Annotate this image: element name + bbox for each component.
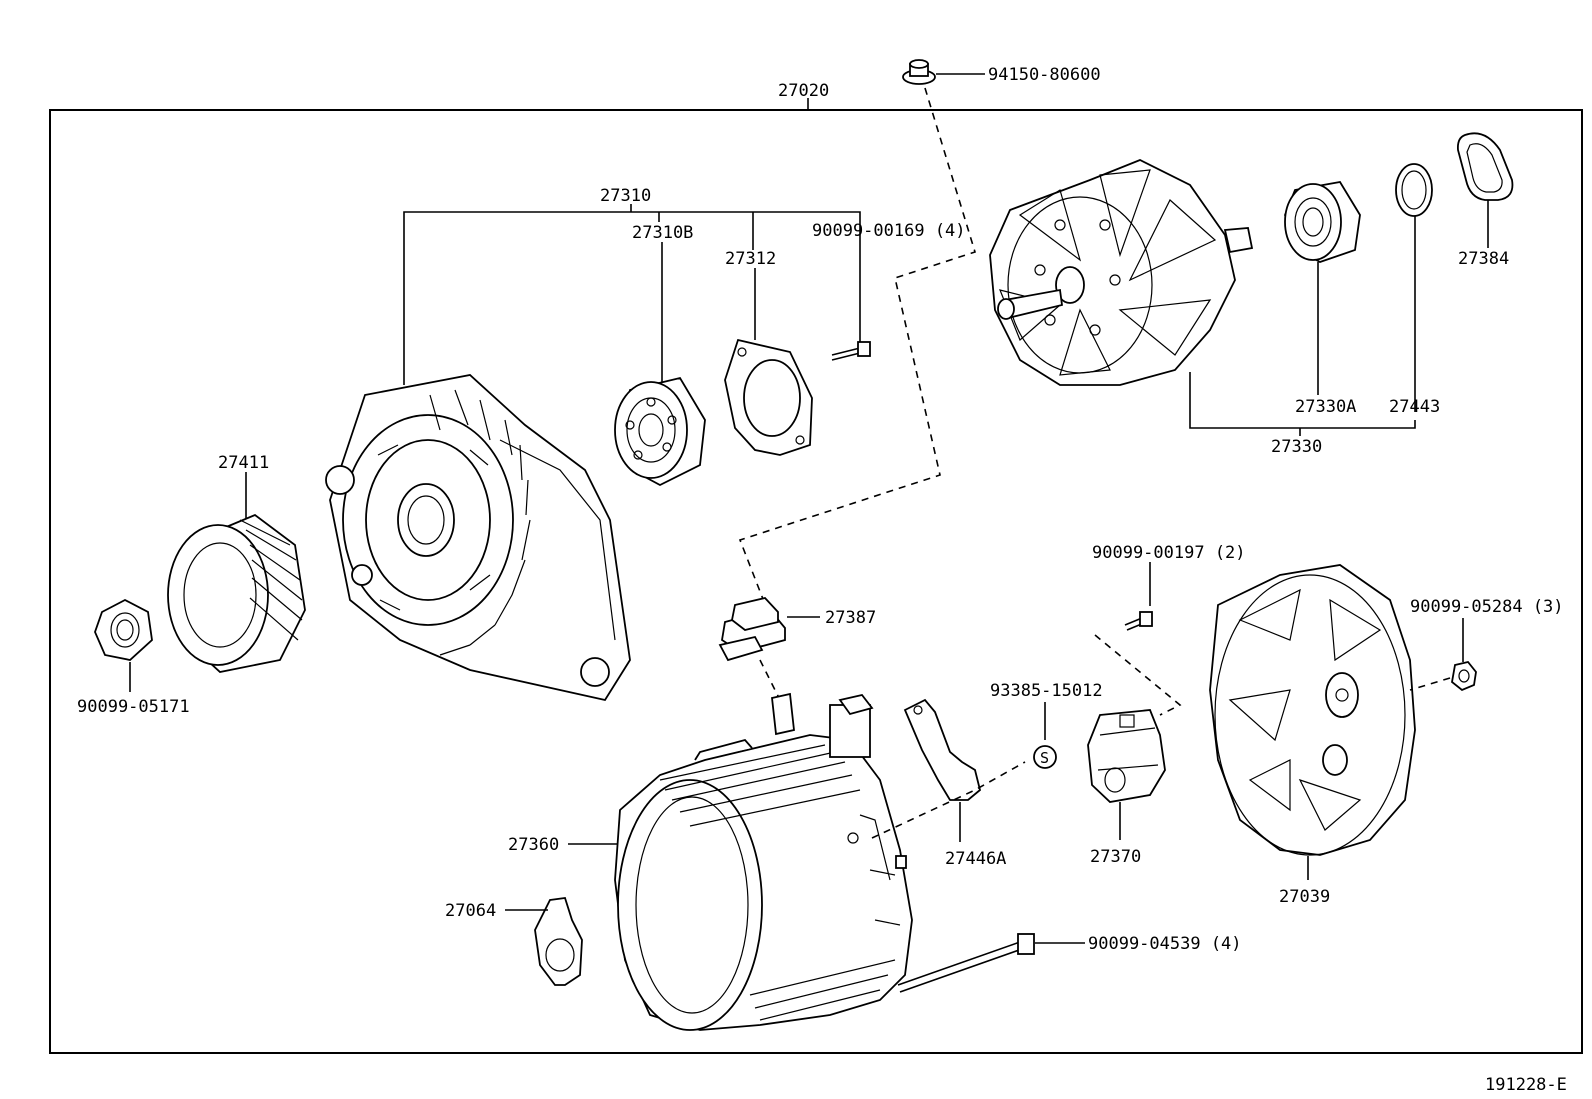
label-27370: 27370 xyxy=(1090,847,1141,867)
grommet-icon[interactable] xyxy=(718,597,786,662)
dashed-path-cover-nut xyxy=(1409,677,1451,691)
label-90099-05171: 90099-05171 xyxy=(77,697,190,717)
spacer-letter: S xyxy=(1040,749,1049,767)
terminal-plate-icon[interactable] xyxy=(903,698,982,801)
label-90099-00169: 90099-00169 (4) xyxy=(812,221,966,241)
spacer-icon[interactable]: S xyxy=(1033,745,1057,769)
screw-icon[interactable] xyxy=(831,341,871,361)
label-27310B: 27310B xyxy=(632,223,693,243)
bearing-icon[interactable] xyxy=(614,376,706,487)
drive-end-frame-icon[interactable] xyxy=(325,374,631,702)
label-90099-04539: 90099-04539 (4) xyxy=(1088,934,1242,954)
label-27384: 27384 xyxy=(1458,249,1509,269)
label-27310: 27310 xyxy=(600,186,651,206)
rear-end-cover-icon[interactable] xyxy=(1209,564,1416,856)
insulator-plate-icon[interactable] xyxy=(534,897,583,986)
cover-icon[interactable] xyxy=(1456,132,1514,201)
label-90099-05284: 90099-05284 (3) xyxy=(1410,597,1564,617)
label-27411: 27411 xyxy=(218,453,269,473)
nut-icon[interactable] xyxy=(902,59,936,85)
screw-small-icon[interactable] xyxy=(1124,611,1153,631)
ring-icon[interactable] xyxy=(1395,163,1433,217)
dashed-path-grommet xyxy=(759,659,786,711)
label-94150-80600: 94150-80600 xyxy=(988,65,1101,85)
brush-holder-icon[interactable] xyxy=(1087,709,1166,803)
retainer-plate-icon[interactable] xyxy=(724,338,813,456)
label-27330: 27330 xyxy=(1271,437,1322,457)
assembly-frame xyxy=(49,109,1583,1054)
bracket-27310 xyxy=(403,211,861,385)
dashed-path-top xyxy=(738,87,976,631)
pulley-icon[interactable] xyxy=(167,513,306,673)
label-27064: 27064 xyxy=(445,901,496,921)
pulley-nut-icon[interactable] xyxy=(94,598,153,661)
label-27330A: 27330A xyxy=(1295,397,1356,417)
label-27443: 27443 xyxy=(1389,397,1440,417)
label-90099-00197: 90099-00197 (2) xyxy=(1092,543,1246,563)
label-27020: 27020 xyxy=(778,81,829,101)
through-bolt-icon[interactable] xyxy=(897,933,1035,993)
rotor-icon[interactable] xyxy=(989,159,1254,386)
stator-housing-icon[interactable] xyxy=(614,692,913,1031)
label-27387: 27387 xyxy=(825,608,876,628)
bracket-27330 xyxy=(1189,372,1416,429)
cover-nut-icon[interactable] xyxy=(1451,660,1477,692)
label-27312: 27312 xyxy=(725,249,776,269)
label-27446A: 27446A xyxy=(945,849,1006,869)
label-93385-15012: 93385-15012 xyxy=(990,681,1103,701)
label-27039: 27039 xyxy=(1279,887,1330,907)
label-27360: 27360 xyxy=(508,835,559,855)
dashed-path-brush xyxy=(1094,634,1182,716)
figure-code: 191228-E xyxy=(1485,1075,1567,1095)
rear-bearing-icon[interactable] xyxy=(1284,181,1361,263)
